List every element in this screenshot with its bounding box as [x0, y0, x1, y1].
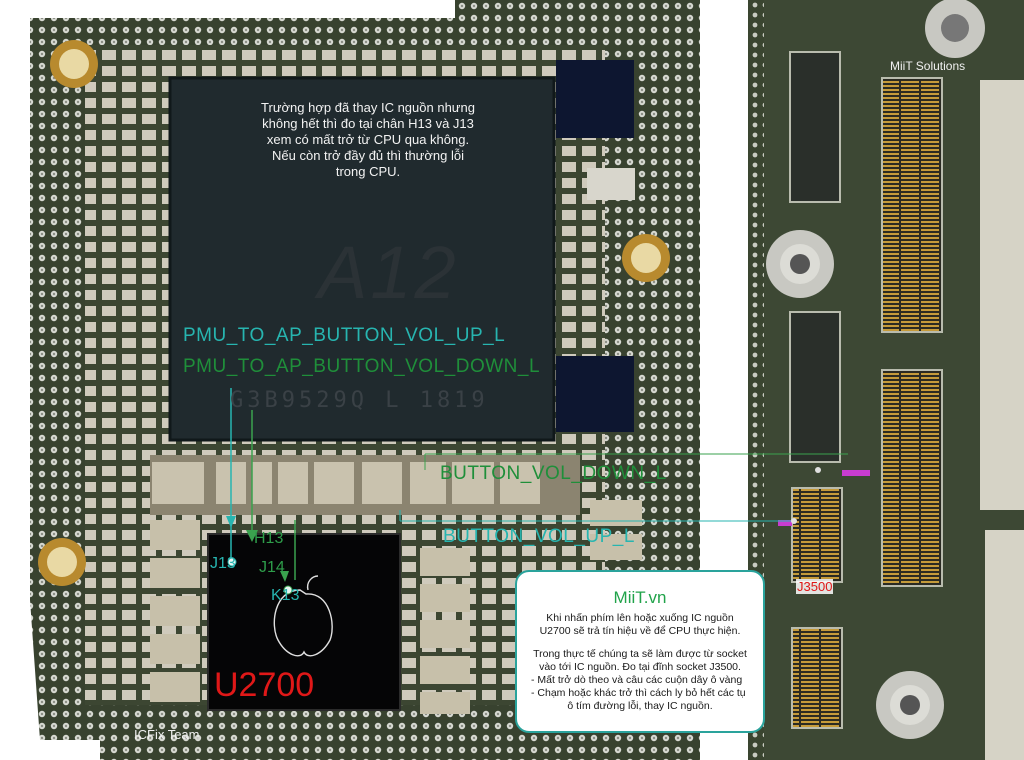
card-line-1: Khi nhấn phím lên hoặc xuống IC nguồn: [546, 612, 734, 624]
button-vol-up-label: BUTTON_VOL_UP_L: [443, 526, 635, 547]
team-watermark: ICFix Team: [134, 727, 200, 742]
brand-watermark: MiiT Solutions: [890, 59, 966, 73]
card-line-3: Trong thực tế chúng ta sẽ làm được từ so…: [533, 648, 747, 660]
card-line-6: - Chạm hoặc khác trở thì cách ly bỏ hết …: [531, 687, 746, 699]
signal-traces: [226, 388, 848, 595]
ic-u2700-label: U2700: [214, 666, 315, 704]
info-card: MiiT.vn Khi nhấn phím lên hoặc xuống IC …: [515, 570, 765, 733]
right-board: [748, 0, 1024, 760]
button-vol-down-label: BUTTON_VOL_DOWN_L: [440, 463, 667, 484]
cpu-code-marking: G3B9529Q L 1819: [230, 388, 489, 413]
note-line-2: không hết thì đo tại chân H13 và J13: [262, 116, 474, 131]
note-line-3: xem có mất trở từ CPU qua không.: [266, 132, 470, 147]
pin-h13-label: H13: [254, 530, 284, 547]
net-label-vol-down: PMU_TO_AP_BUTTON_VOL_DOWN_L: [183, 356, 541, 377]
card-line-7: ô tím đường lỗi, thay IC nguồn.: [567, 700, 713, 712]
card-line-5: - Mất trở dò theo và câu các cuộn dây ô …: [531, 674, 743, 686]
pin-k13-label: K13: [271, 587, 300, 604]
net-label-vol-up: PMU_TO_AP_BUTTON_VOL_UP_L: [183, 325, 506, 346]
card-title: MiiT.vn: [613, 588, 667, 607]
pin-j14-label: J14: [259, 559, 285, 576]
card-line-2: U2700 sẽ trả tín hiệu về để CPU thực hiệ…: [539, 625, 741, 637]
card-line-4: vào tới IC nguồn. Đo tại đĩnh socket J35…: [539, 661, 741, 673]
cpu-model-marking: A12: [318, 231, 459, 314]
note-line-5: trong CPU.: [335, 164, 401, 179]
pin-j13-label: J13: [210, 555, 236, 572]
socket-j3500-label: J3500: [796, 579, 834, 594]
note-line-1: Trường hợp đã thay IC nguồn nhưng: [261, 100, 475, 115]
note-line-4: Nếu còn trở đầy đủ thì thường lỗi: [272, 148, 464, 163]
cpu-note: Trường hợp đã thay IC nguồn nhưng không …: [218, 100, 518, 180]
